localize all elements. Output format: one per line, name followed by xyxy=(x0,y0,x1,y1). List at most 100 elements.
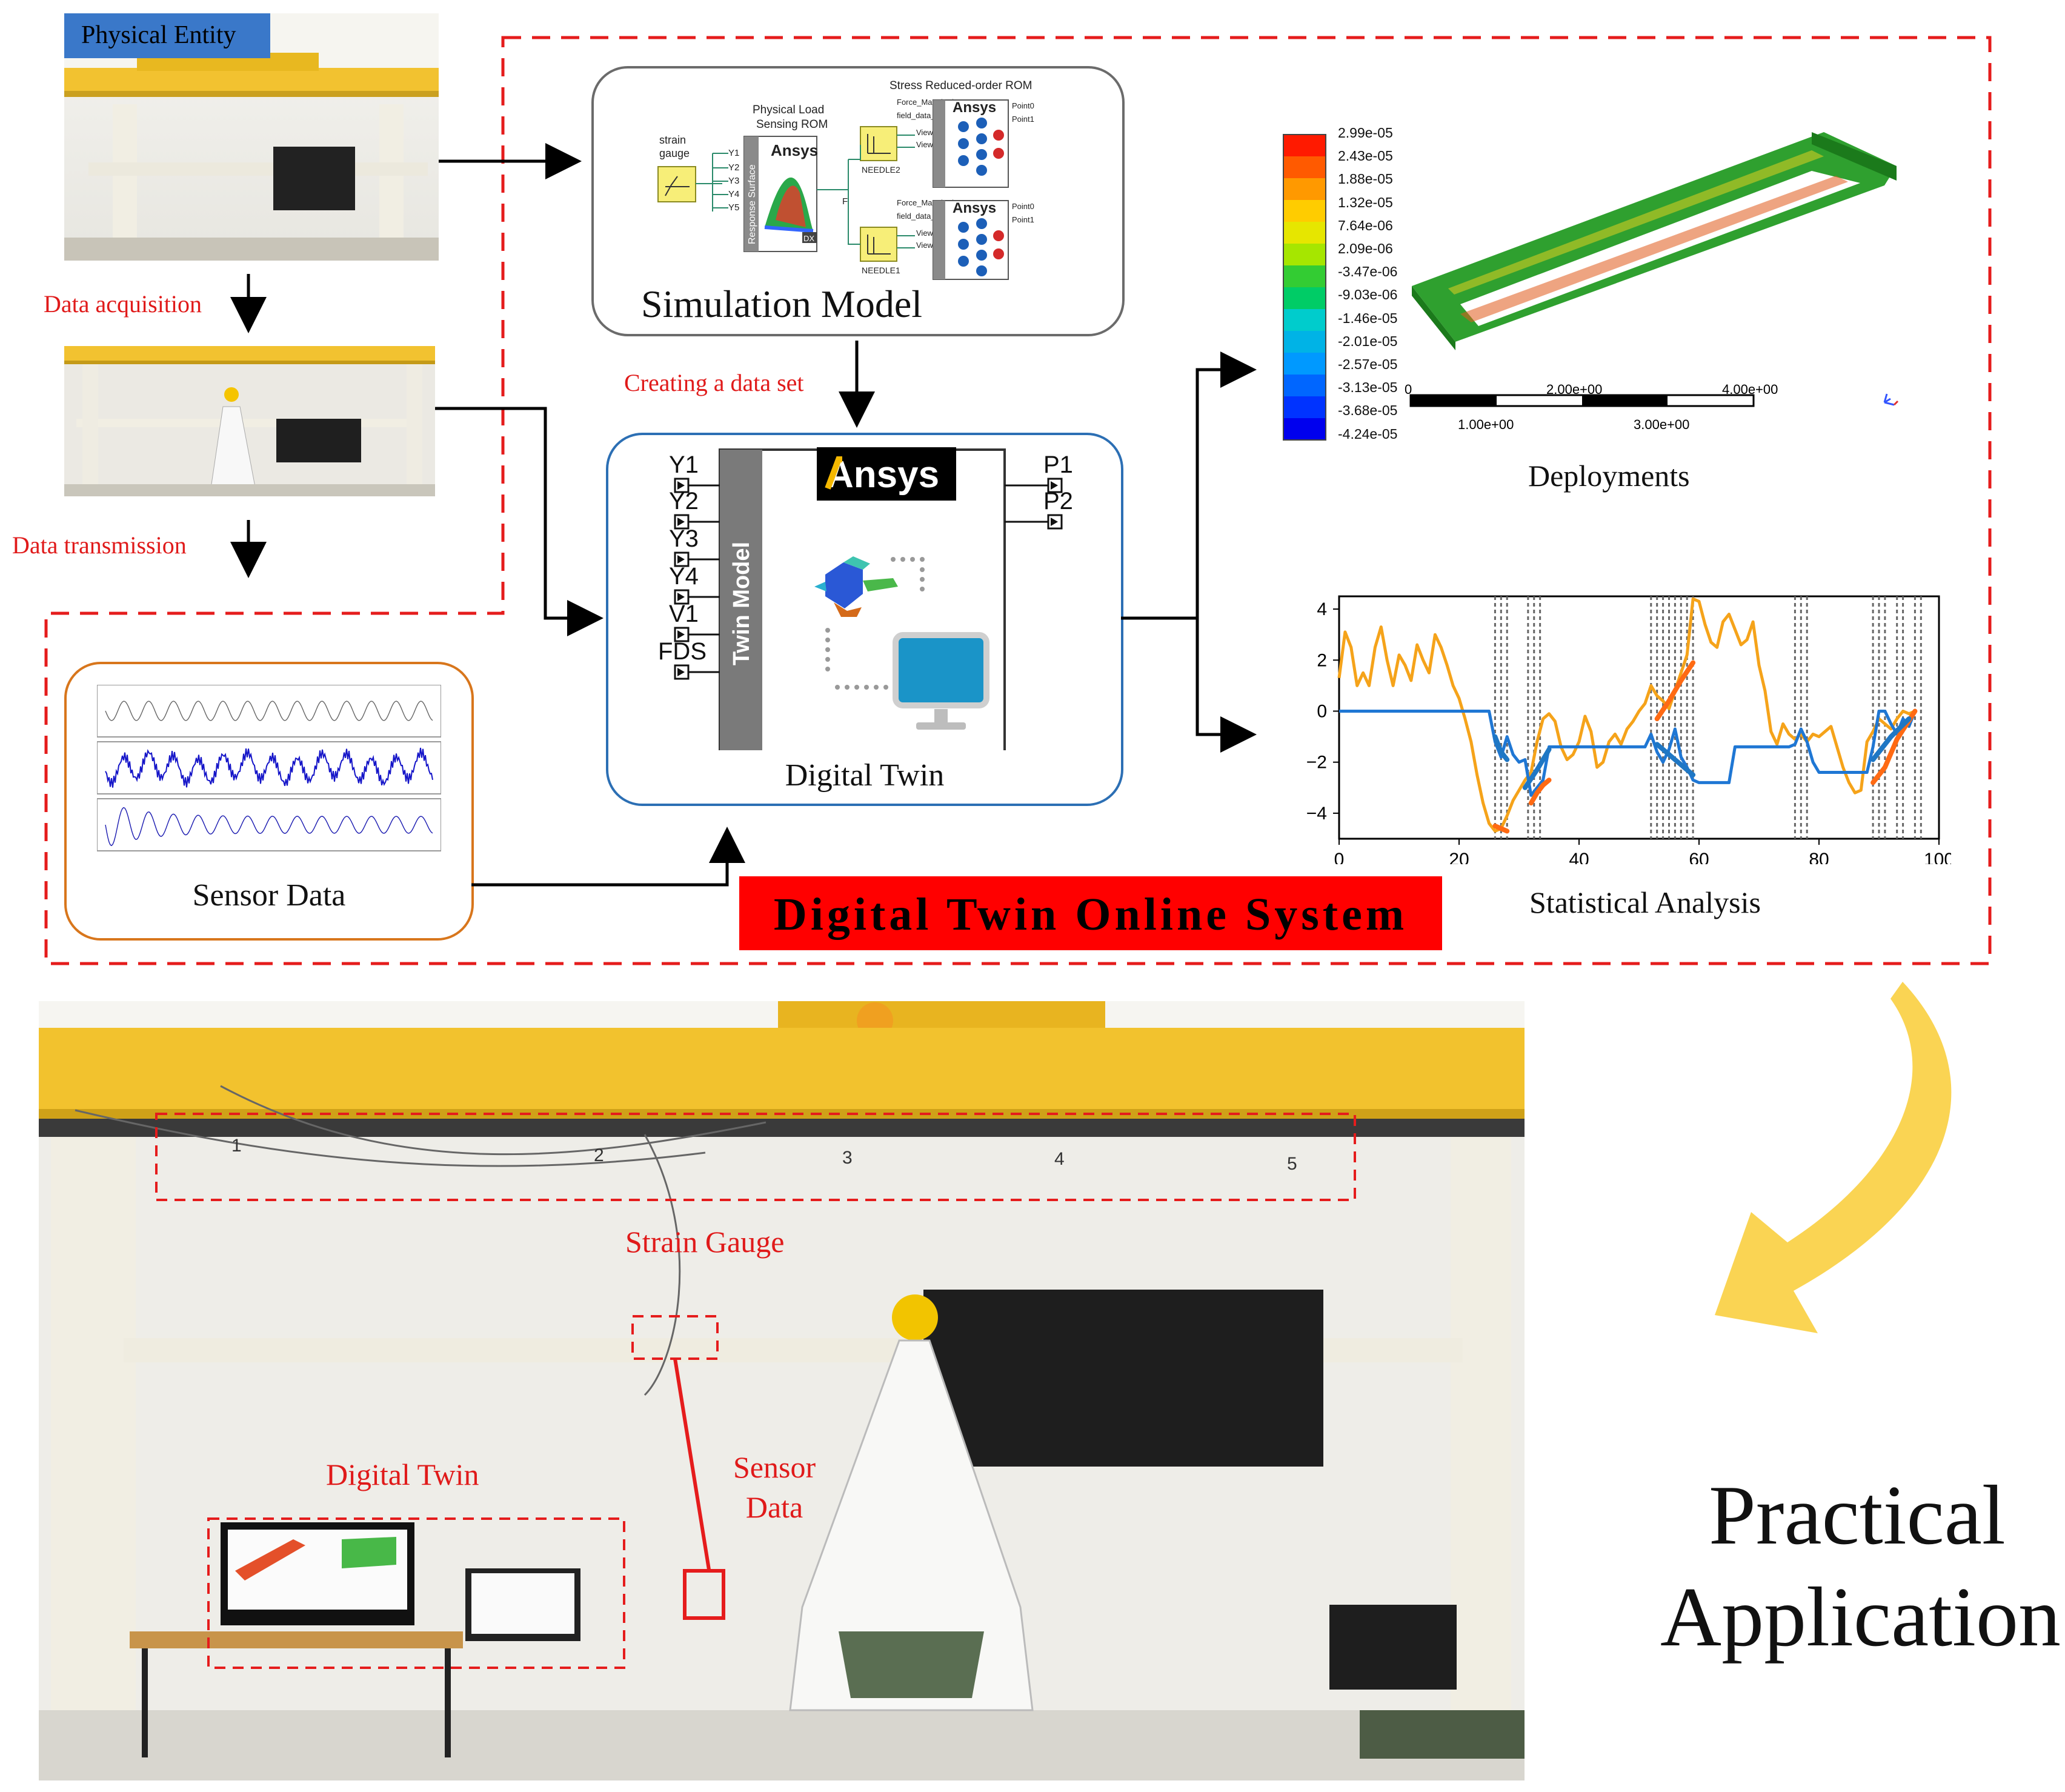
legend-swatch xyxy=(1283,200,1326,222)
y-tick-label: 0 xyxy=(1317,701,1327,721)
svg-text:Point0: Point0 xyxy=(1012,202,1034,211)
svg-text:Y5: Y5 xyxy=(728,202,739,213)
legend-swatch xyxy=(1283,309,1326,331)
banner-label: Digital Twin Online System xyxy=(773,889,1408,940)
deployments-contour xyxy=(1279,132,1921,447)
highlight-segment-4 xyxy=(1492,734,1510,762)
twin-model-label: Twin Model xyxy=(729,542,754,665)
legend-value: -3.68e-05 xyxy=(1338,402,1398,419)
svg-text:FDS: FDS xyxy=(658,638,707,665)
svg-text:Y4: Y4 xyxy=(728,189,739,199)
legend-swatch xyxy=(1283,396,1326,418)
highlight-segment-1 xyxy=(1528,778,1552,806)
scale-bar xyxy=(1409,394,1755,407)
yellow-curved-arrow xyxy=(1715,982,1952,1333)
legend-swatch xyxy=(1283,418,1326,440)
simulation-model-title: Simulation Model xyxy=(641,282,922,325)
svg-text:V1: V1 xyxy=(669,601,699,627)
waveform-line-1 xyxy=(105,747,433,788)
svg-text:Y2: Y2 xyxy=(728,162,739,173)
strain-gauge-label: strain xyxy=(659,134,686,146)
monitor-icon xyxy=(893,632,989,730)
svg-text:View1: View1 xyxy=(916,228,937,238)
svg-text:NEEDLE2: NEEDLE2 xyxy=(862,165,900,175)
y-tick-label: −2 xyxy=(1306,753,1327,773)
svg-text:Point1: Point1 xyxy=(1012,215,1034,224)
svg-text:Y1: Y1 xyxy=(669,451,699,478)
statistical-analysis-title: Statistical Analysis xyxy=(1529,885,1761,919)
physical-entity-label: Physical Entity xyxy=(81,21,236,49)
sensor-data-panel: Sensor Data xyxy=(64,662,474,941)
axis-triad-icon xyxy=(1883,393,1899,406)
digital-twin-online-system-banner: Digital Twin Online System xyxy=(739,876,1442,950)
y-tick-label: −4 xyxy=(1306,804,1327,824)
legend-value: -2.57e-05 xyxy=(1338,356,1398,372)
svg-text:View1: View1 xyxy=(916,128,937,137)
waveform-line-2 xyxy=(105,807,433,847)
data-acquisition-photo xyxy=(64,346,435,496)
legend-value: 1.88e-05 xyxy=(1338,171,1393,187)
crane-beam-model xyxy=(1412,132,1897,350)
legend-value: -3.13e-05 xyxy=(1338,379,1398,396)
legend-value: 7.64e-06 xyxy=(1338,217,1393,233)
beam-gauge-region xyxy=(155,1113,1356,1201)
svg-text:Ansys: Ansys xyxy=(953,99,996,116)
svg-text:Ansys: Ansys xyxy=(953,200,996,216)
highlight-segment-2 xyxy=(1654,660,1696,722)
svg-text:4: 4 xyxy=(1054,1149,1065,1169)
legend-value: -3.47e-06 xyxy=(1338,264,1398,280)
svg-text:View2: View2 xyxy=(916,140,937,149)
data-transmission-label: Data transmission xyxy=(12,531,187,559)
svg-text:DX: DX xyxy=(803,234,814,243)
sensor-waveforms xyxy=(96,684,442,854)
svg-text:Y3: Y3 xyxy=(669,525,699,552)
waveform-frame xyxy=(96,741,442,794)
scale-label-2: 2.00e+00 xyxy=(1546,382,1603,397)
y-tick-label: 4 xyxy=(1317,599,1327,619)
legend-swatch xyxy=(1283,244,1326,265)
strain-gauge-photo-label: Strain Gauge xyxy=(625,1225,785,1259)
ansys-logo-text: Ansys xyxy=(826,454,939,496)
scale-label-3: 3.00e+00 xyxy=(1634,417,1690,432)
sensor-data-title: Sensor Data xyxy=(192,878,346,913)
physical-entity-tag: Physical Entity xyxy=(64,13,270,58)
svg-text:1: 1 xyxy=(231,1136,242,1156)
svg-text:Point1: Point1 xyxy=(1012,115,1034,124)
practical-title-line2: Application xyxy=(1660,1570,2061,1664)
scale-label-0: 0 xyxy=(1405,382,1412,397)
svg-text:5: 5 xyxy=(1287,1154,1297,1174)
scale-label-1: 1.00e+00 xyxy=(1458,417,1514,432)
legend-swatch xyxy=(1283,222,1326,244)
digital-twin-photo-label: Digital Twin xyxy=(326,1457,479,1491)
svg-text:Physical Load: Physical Load xyxy=(753,104,824,116)
svg-text:F: F xyxy=(842,196,848,207)
waveform-frame xyxy=(96,798,442,851)
legend-swatch xyxy=(1283,353,1326,375)
svg-text:Sensing ROM: Sensing ROM xyxy=(756,118,828,131)
svg-text:2: 2 xyxy=(594,1145,604,1165)
legend-swatch xyxy=(1283,178,1326,200)
series-line-0 xyxy=(1337,597,1916,833)
svg-text:Point0: Point0 xyxy=(1012,101,1034,110)
twin-model-block: Twin Model Ansys Y1 Y2 Y3 Y4 V1 xyxy=(658,447,1073,750)
legend-swatch xyxy=(1283,287,1326,309)
digital-twin-box xyxy=(207,1517,625,1669)
series-line-1 xyxy=(1339,710,1917,797)
svg-text:Response Surface: Response Surface xyxy=(747,164,757,244)
creating-data-set-label: Creating a data set xyxy=(624,369,804,396)
plot-area xyxy=(1338,595,1940,840)
legend-value: 2.99e-05 xyxy=(1338,125,1393,141)
legend-swatch xyxy=(1283,265,1326,287)
legend-value: 1.32e-05 xyxy=(1338,194,1393,210)
practical-application-photo xyxy=(39,1001,1525,1780)
waveform-frame xyxy=(96,684,442,738)
svg-text:View2: View2 xyxy=(916,241,937,250)
highlight-segment-6 xyxy=(1654,742,1696,778)
legend-value: -4.24e-05 xyxy=(1338,425,1398,442)
legend-value: -2.01e-05 xyxy=(1338,333,1398,349)
strain-gauge-box xyxy=(631,1315,719,1360)
svg-text:Stress Reduced-order ROM: Stress Reduced-order ROM xyxy=(890,79,1032,92)
